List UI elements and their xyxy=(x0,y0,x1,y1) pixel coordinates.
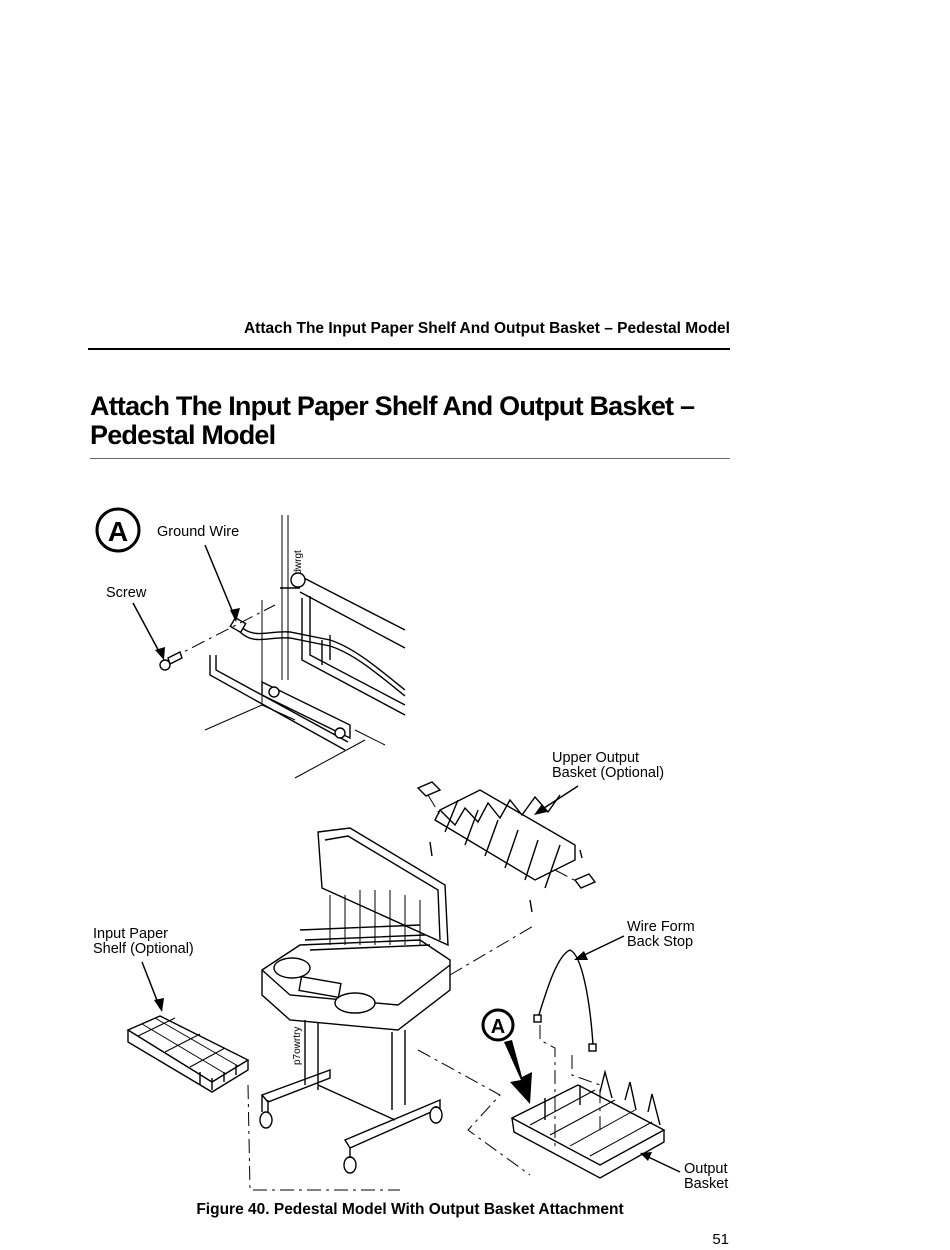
page-title: Attach The Input Paper Shelf And Output … xyxy=(90,392,730,450)
screw-icon xyxy=(159,651,183,671)
main-assembly-view: Upper Output Basket (Optional) p7owrtry xyxy=(93,750,728,1192)
label-wire-form-line-2: Back Stop xyxy=(627,934,693,950)
header-rule xyxy=(88,348,730,350)
label-upper-basket-line-2: Basket (Optional) xyxy=(552,765,664,781)
detail-a-view: A fgdwrgt Ground Wire xyxy=(95,507,406,779)
running-header: Attach The Input Paper Shelf And Output … xyxy=(243,320,730,337)
upper-output-basket xyxy=(416,781,597,913)
label-upper-basket-line-1: Upper Output xyxy=(552,750,639,766)
label-output-basket-line-2: Basket xyxy=(684,1176,728,1192)
label-input-shelf-line-1: Input Paper xyxy=(93,926,168,942)
art-id-detail: fgdwrgt xyxy=(293,550,304,583)
figure-caption: Figure 40. Pedestal Model With Output Ba… xyxy=(196,1201,624,1218)
wire-form-back-stop xyxy=(533,949,597,1052)
label-screw: Screw xyxy=(106,585,147,601)
pedestal-stand xyxy=(259,1020,443,1174)
input-paper-shelf xyxy=(126,1015,250,1093)
output-basket xyxy=(510,1069,666,1179)
label-output-basket-line-1: Output xyxy=(684,1161,728,1177)
callout-a-letter: A xyxy=(108,516,128,547)
callout-a-icon: A xyxy=(95,507,141,553)
printer-body: p7owrtry xyxy=(261,827,451,1065)
callout-a-arrow-icon xyxy=(504,1040,532,1104)
callout-a-main-icon: A xyxy=(481,1008,515,1042)
label-ground-wire: Ground Wire xyxy=(157,524,239,540)
page-title-line-1: Attach The Input Paper Shelf And Output … xyxy=(90,391,695,421)
label-input-shelf-line-2: Shelf (Optional) xyxy=(93,941,194,957)
title-rule xyxy=(90,458,730,459)
callout-a-main-letter: A xyxy=(491,1016,505,1038)
art-id-main: p7owrtry xyxy=(292,1027,303,1065)
page-title-line-2: Pedestal Model xyxy=(90,420,276,450)
page-number: 51 xyxy=(712,1231,729,1248)
label-wire-form-line-1: Wire Form xyxy=(627,919,695,935)
